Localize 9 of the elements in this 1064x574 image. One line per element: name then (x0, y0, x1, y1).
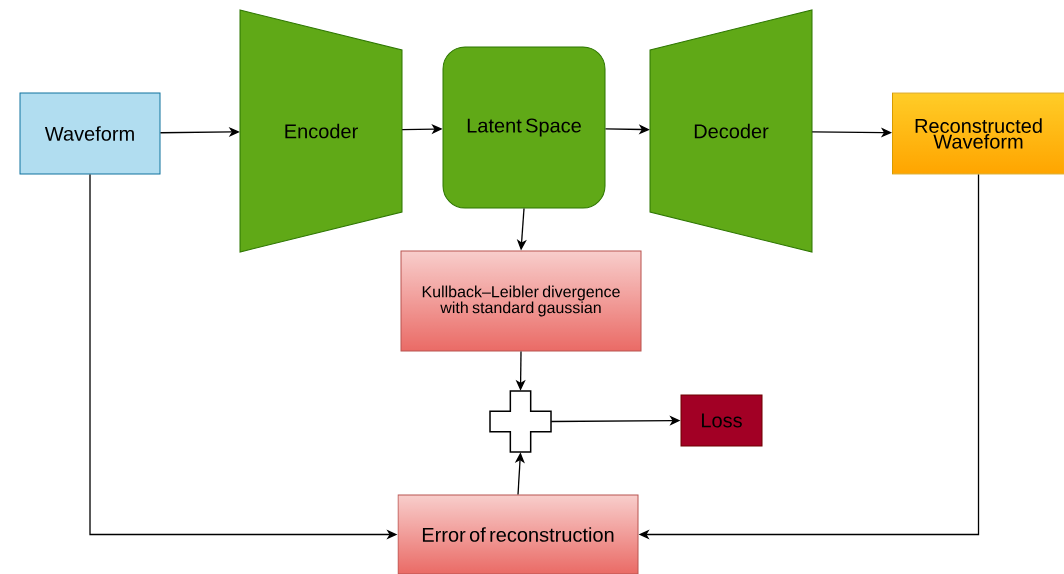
latent-space-box: Latent Space (442, 46, 606, 209)
input-box: Waveform (19, 92, 161, 175)
plus-symbol (489, 390, 552, 453)
decoder-trapezoid: Decoder (649, 9, 813, 253)
encoder-trapezoid: Encoder (239, 9, 403, 253)
output-box: Reconstructed Waveform (892, 92, 1064, 175)
divergence-box: Kullback–Leibler divergence with standard gaussian (400, 250, 642, 352)
error-box: Error of reconstruction (397, 494, 639, 574)
loss-box: Loss (680, 394, 763, 447)
